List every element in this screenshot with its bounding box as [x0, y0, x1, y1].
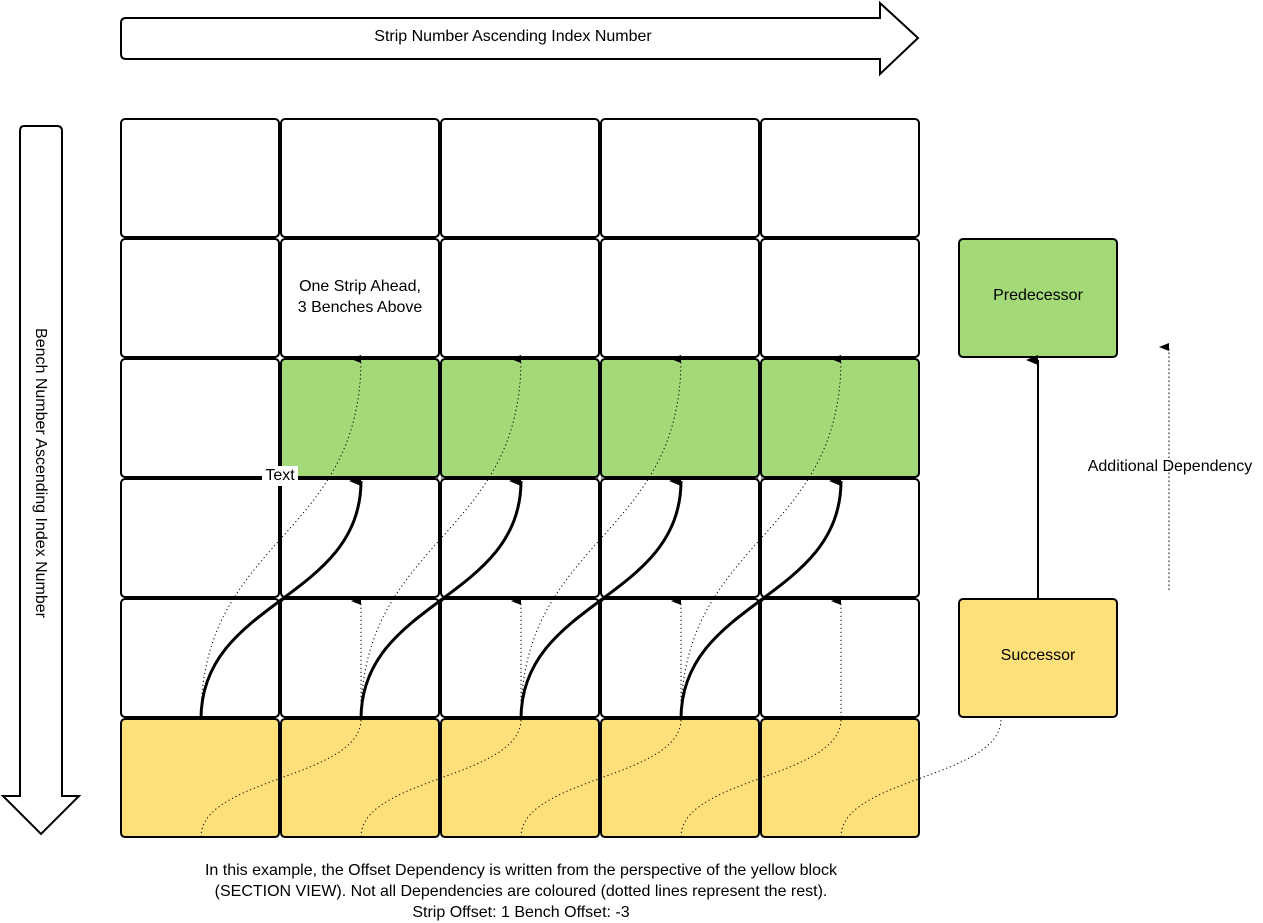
grid-block-empty — [120, 358, 280, 478]
caption: In this example, the Offset Dependency i… — [100, 860, 942, 923]
predecessor-legend-box — [958, 238, 1118, 358]
grid-block-empty — [440, 238, 600, 358]
dotted-dependency-line — [200, 718, 362, 838]
grid-block-empty — [760, 118, 920, 238]
connector-text-tag: Text — [262, 466, 298, 486]
dotted-dependency-line — [360, 476, 522, 480]
additional-dependency-label: Additional Dependency — [1087, 458, 1253, 475]
grid-block-empty — [280, 598, 440, 718]
dotted-dependency-line — [520, 476, 682, 480]
grid-block-successor — [440, 718, 600, 838]
offset-note: One Strip Ahead, 3 Benches Above — [282, 276, 438, 318]
dependency-arrow — [679, 476, 843, 720]
block-grid — [120, 118, 920, 838]
grid-block-successor — [280, 718, 440, 838]
offset-note-line-1: One Strip Ahead, — [299, 278, 421, 295]
grid-block-predecessor — [280, 358, 440, 478]
grid-block-successor — [600, 718, 760, 838]
dotted-dependency-line — [840, 718, 1002, 838]
strip-axis-label: Strip Number Ascending Index Number — [374, 28, 652, 45]
grid-block-predecessor — [440, 358, 600, 478]
grid-block-empty — [600, 118, 760, 238]
grid-block-empty — [120, 118, 280, 238]
successor-label: Successor — [1000, 647, 1076, 664]
dependency-arrow — [359, 476, 523, 720]
dotted-dependency-line — [360, 718, 522, 838]
grid-block-empty — [600, 238, 760, 358]
strip-direction-arrow — [120, 0, 920, 77]
grid-block-predecessor — [760, 358, 920, 478]
grid-block-empty — [760, 598, 920, 718]
bench-axis-label: Bench Number Ascending Index Number — [32, 328, 49, 618]
predecessor-label: Predecessor — [993, 287, 1083, 304]
grid-block-predecessor — [600, 358, 760, 478]
bench-direction-arrow — [0, 125, 82, 836]
grid-block-empty — [120, 238, 280, 358]
dotted-dependency-line — [680, 718, 842, 838]
grid-block-empty — [280, 118, 440, 238]
dependency-arrow — [519, 476, 683, 720]
dependency-arrow — [199, 476, 363, 720]
caption-line-1: In this example, the Offset Dependency i… — [204, 862, 837, 879]
offset-note-line-2: 3 Benches Above — [297, 299, 423, 316]
grid-block-successor — [120, 718, 280, 838]
dotted-dependency-line — [680, 476, 842, 480]
grid-block-empty — [440, 598, 600, 718]
grid-block-empty — [120, 598, 280, 718]
caption-line-2: (SECTION VIEW). Not all Dependencies are… — [214, 883, 828, 900]
grid-block-empty — [440, 118, 600, 238]
grid-block-empty — [600, 598, 760, 718]
grid-block-successor — [760, 718, 920, 838]
caption-line-3: Strip Offset: 1 Bench Offset: -3 — [412, 904, 630, 921]
dotted-dependency-line — [520, 718, 682, 838]
coloured-dependency-layer — [199, 476, 843, 720]
grid-block-empty — [120, 478, 280, 598]
grid-block-empty — [760, 238, 920, 358]
